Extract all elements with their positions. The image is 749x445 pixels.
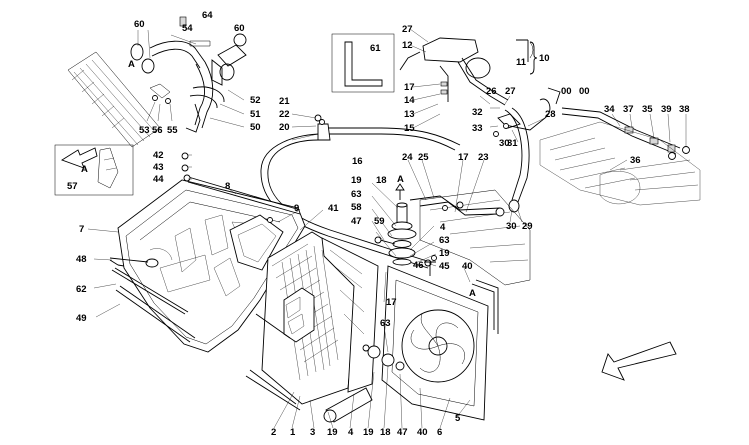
callout-23: 23 xyxy=(478,152,489,163)
leader-lines xyxy=(87,28,687,429)
callout-28: 28 xyxy=(545,109,556,120)
callout-4: 4 xyxy=(440,222,446,233)
callout-21: 21 xyxy=(279,96,290,107)
radiator-ghost-panel xyxy=(67,51,161,148)
callout-46: 46 xyxy=(413,260,424,271)
callout-62: 62 xyxy=(76,284,87,295)
callout-45: 45 xyxy=(439,261,450,272)
upper-hoses-assembly xyxy=(130,16,247,133)
callout-43: 43 xyxy=(153,162,164,173)
callout-47: 47 xyxy=(397,427,408,438)
radiator-core xyxy=(245,231,379,423)
callout-53: 53 xyxy=(139,125,150,136)
callout-19: 19 xyxy=(363,427,374,438)
callout-48: 48 xyxy=(76,254,87,265)
callout-26: 26 xyxy=(486,86,497,97)
callout-7: 7 xyxy=(79,224,84,235)
callout-50: 50 xyxy=(250,122,261,133)
callout-27: 27 xyxy=(505,86,516,97)
callout-25: 25 xyxy=(418,152,429,163)
engine-block-ghost xyxy=(539,121,701,206)
callout-labels: 60 64 54 60 A 52 51 50 53 56 55 27 12 61… xyxy=(67,10,690,438)
callout-63: 63 xyxy=(380,318,391,329)
callout-64: 64 xyxy=(202,10,213,21)
callout-27: 27 xyxy=(402,24,413,35)
expansion-tank-assembly xyxy=(331,33,534,106)
callout-29: 29 xyxy=(522,221,533,232)
callout-10: 10 xyxy=(539,53,550,64)
callout-3: 3 xyxy=(310,427,315,438)
callout-38: 38 xyxy=(679,104,690,115)
cooling-fan-assembly xyxy=(362,261,499,421)
callout-36: 36 xyxy=(630,155,641,166)
callout-8: 8 xyxy=(225,181,230,192)
callout-30: 30 xyxy=(499,138,510,149)
callout-37: 37 xyxy=(623,104,634,115)
callout-20: 20 xyxy=(279,122,290,133)
callout-15: 15 xyxy=(404,123,415,134)
callout-4: 4 xyxy=(348,427,354,438)
callout-17: 17 xyxy=(404,82,415,93)
callout-63: 63 xyxy=(351,189,362,200)
callout-40: 40 xyxy=(462,261,473,272)
callout-40: 40 xyxy=(417,427,428,438)
callout-19: 19 xyxy=(351,175,362,186)
callout-16: 16 xyxy=(352,156,363,167)
direction-arrow xyxy=(601,341,677,381)
callout-13: 13 xyxy=(404,109,415,120)
callout-9: 9 xyxy=(294,203,299,214)
callout-47: 47 xyxy=(351,216,362,227)
callout-24: 24 xyxy=(402,152,413,163)
callout-12: 12 xyxy=(402,40,413,51)
callout-33: 33 xyxy=(472,123,483,134)
callout-42: 42 xyxy=(153,150,164,161)
callout-32: 32 xyxy=(472,107,483,118)
callout-19: 19 xyxy=(327,427,338,438)
callout-49: 49 xyxy=(76,313,87,324)
callout-60: 60 xyxy=(234,23,245,34)
callout-00: 00 xyxy=(561,86,572,97)
callout-41: 41 xyxy=(328,203,339,214)
callout-63: 63 xyxy=(439,235,450,246)
callout-A: A xyxy=(397,174,404,185)
callout-6: 6 xyxy=(437,427,442,438)
callout-00: 00 xyxy=(579,86,590,97)
callout-18: 18 xyxy=(376,175,387,186)
radiator-cowl xyxy=(109,175,306,353)
group-bracket-10 xyxy=(529,41,538,75)
callout-31: 31 xyxy=(507,138,518,149)
callout-11: 11 xyxy=(516,57,527,68)
callout-52: 52 xyxy=(250,95,261,106)
callout-51: 51 xyxy=(250,109,261,120)
fasteners xyxy=(181,119,509,261)
callout-17: 17 xyxy=(458,152,469,163)
callout-1: 1 xyxy=(290,427,296,438)
callout-55: 55 xyxy=(167,125,178,136)
callout-54: 54 xyxy=(182,23,193,34)
callout-14: 14 xyxy=(404,95,415,106)
callout-A: A xyxy=(81,164,88,175)
callout-56: 56 xyxy=(152,125,163,136)
callout-61: 61 xyxy=(370,43,381,54)
callout-A: A xyxy=(128,59,135,70)
callout-39: 39 xyxy=(661,104,672,115)
callout-A: A xyxy=(469,288,476,299)
callout-22: 22 xyxy=(279,109,290,120)
callout-59: 59 xyxy=(374,216,385,227)
detail-inset-box xyxy=(54,144,134,196)
callout-19: 19 xyxy=(439,248,450,259)
callout-44: 44 xyxy=(153,174,164,185)
callout-60: 60 xyxy=(134,19,145,30)
callout-17: 17 xyxy=(386,297,397,308)
callout-35: 35 xyxy=(642,104,653,115)
callout-58: 58 xyxy=(351,202,362,213)
callout-18: 18 xyxy=(380,427,391,438)
callout-30: 30 xyxy=(506,221,517,232)
callout-2: 2 xyxy=(271,427,276,438)
callout-34: 34 xyxy=(604,104,615,115)
callout-5: 5 xyxy=(455,413,461,424)
callout-57: 57 xyxy=(67,181,78,192)
